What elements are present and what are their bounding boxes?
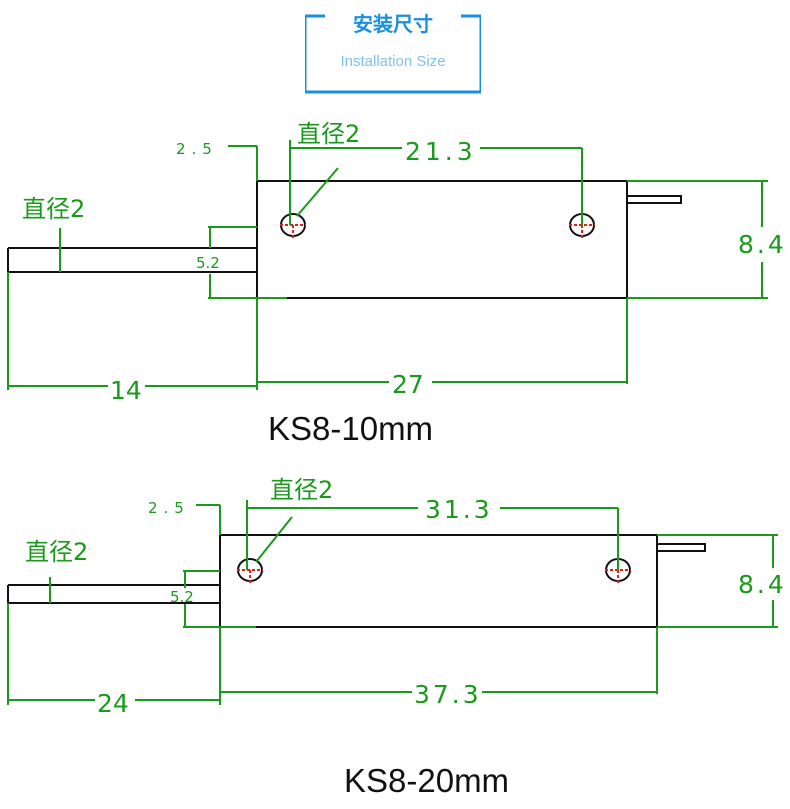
hole-diameter-label-left: 直径2 bbox=[22, 195, 85, 223]
model-label: KS8-20mm bbox=[344, 762, 509, 799]
hole-diameter-label-top: 直径2 bbox=[297, 120, 360, 148]
model-label: KS8-10mm bbox=[268, 410, 433, 447]
hole-offset-label: 2.5 bbox=[148, 499, 190, 517]
dimension-lines bbox=[7, 500, 778, 705]
height-label: 8.4 bbox=[738, 230, 787, 259]
hole-offset-label: 2.5 bbox=[176, 140, 218, 158]
mounting-holes bbox=[237, 558, 631, 584]
body-length-label: 27 bbox=[392, 370, 424, 399]
mounting-holes bbox=[280, 213, 595, 240]
hole-diameter-label-left: 直径2 bbox=[25, 538, 88, 566]
height-label: 8.4 bbox=[738, 570, 787, 599]
hole-diameter-label-top: 直径2 bbox=[270, 476, 333, 504]
drawing-ks8-20mm: 2.5 直径2 31.3 直径2 8.4 5.2 24 37.3 KS8-20m… bbox=[7, 476, 787, 799]
dimension-lines bbox=[7, 140, 768, 390]
drawing-ks8-10mm: 2.5 直径2 21.3 直径2 8.4 5.2 14 27 KS8-10mm bbox=[7, 120, 787, 447]
sensor-body-outline bbox=[7, 534, 706, 628]
header-bracket-frame bbox=[305, 14, 481, 94]
magnet-height-label: 5.2 bbox=[170, 588, 194, 606]
magnet-height-label: 5.2 bbox=[196, 254, 220, 272]
header-subtitle: Installation Size bbox=[340, 53, 446, 70]
sensor-body-outline bbox=[7, 180, 682, 299]
hole-spacing-label: 31.3 bbox=[425, 495, 493, 524]
lead-length-label: 14 bbox=[110, 376, 142, 405]
body-length-label: 37.3 bbox=[414, 680, 482, 709]
hole-spacing-label: 21.3 bbox=[405, 137, 477, 166]
header-title: 安装尺寸 bbox=[353, 14, 433, 36]
installation-size-header: 安装尺寸 Installation Size bbox=[305, 12, 481, 94]
lead-length-label: 24 bbox=[97, 689, 129, 718]
